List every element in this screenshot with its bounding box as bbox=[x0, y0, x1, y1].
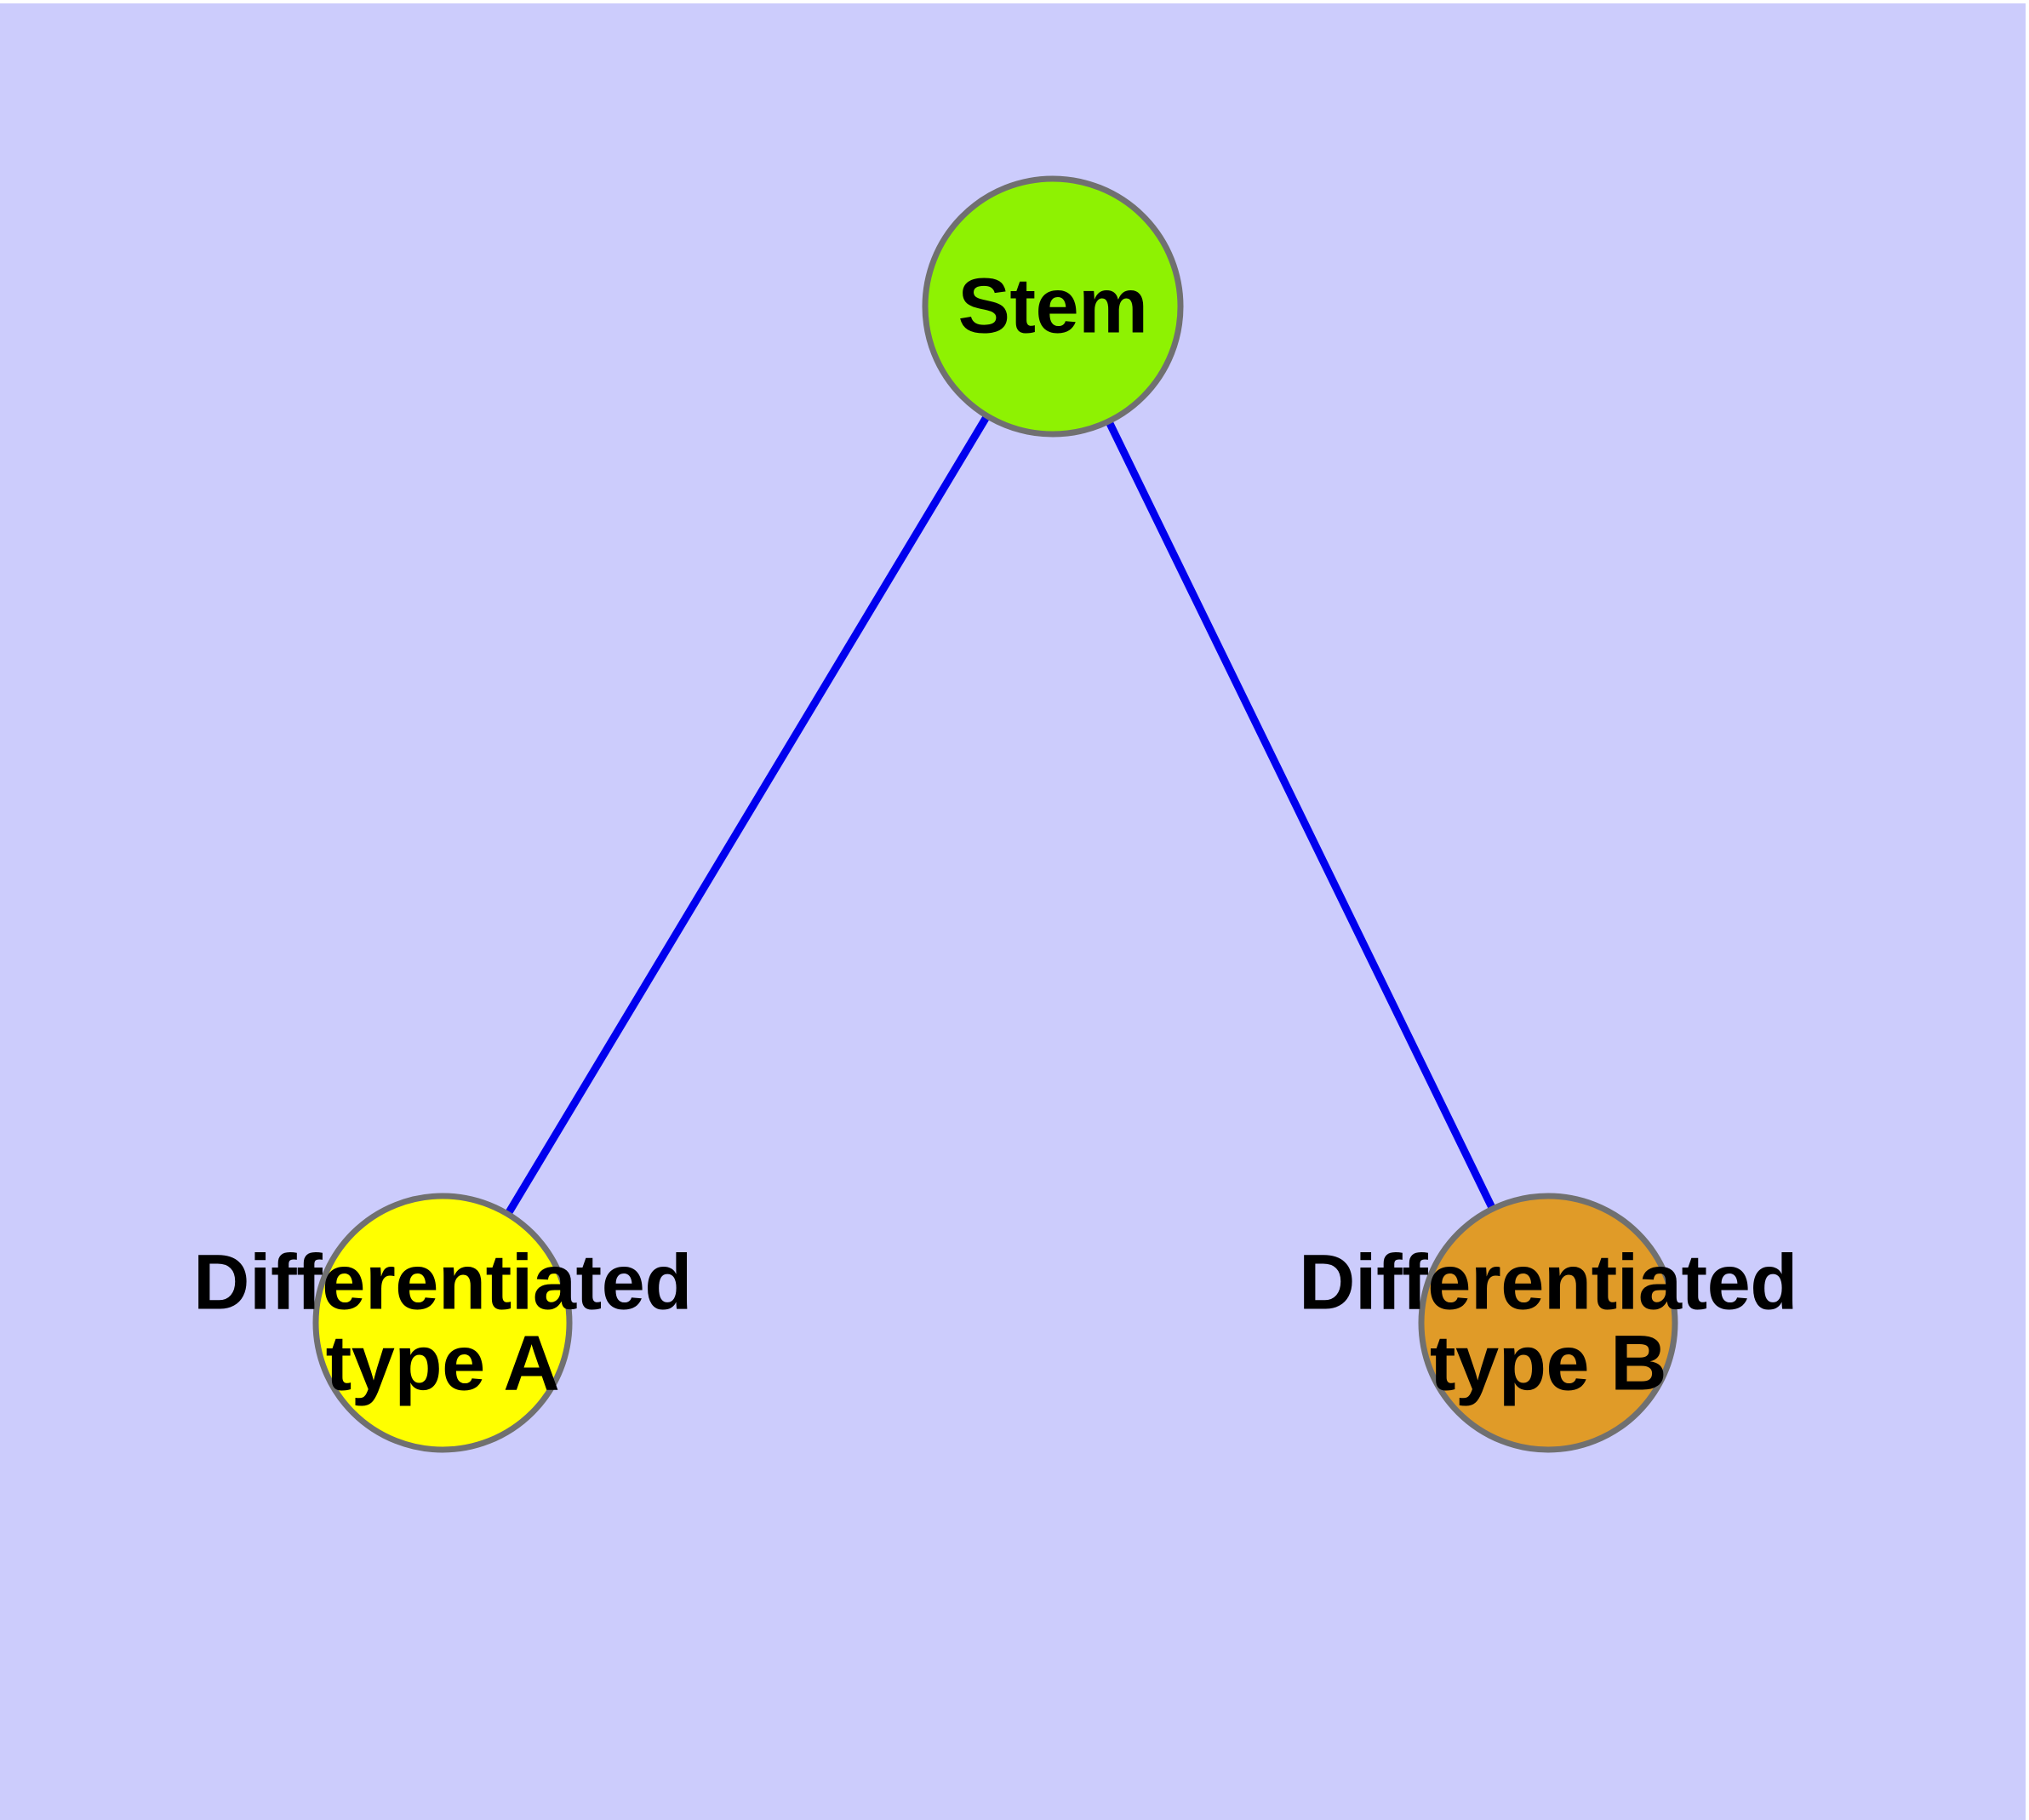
nodes-layer bbox=[312, 175, 1678, 1453]
graph-node-diff_a[interactable] bbox=[312, 1193, 573, 1453]
graph-edge-stem-diff_a[interactable] bbox=[505, 415, 991, 1216]
graph-node-diff_b[interactable] bbox=[1418, 1193, 1678, 1453]
edges-layer bbox=[505, 415, 1496, 1216]
graph-edge-stem-diff_b[interactable] bbox=[1106, 420, 1496, 1210]
graph-node-stem[interactable] bbox=[922, 175, 1184, 438]
